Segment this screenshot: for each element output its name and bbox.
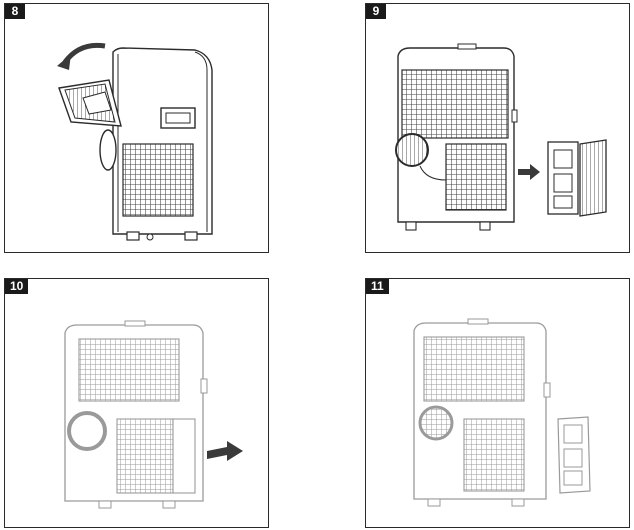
step-10-panel: 10 [4,278,269,528]
upper-rear-grille [401,69,509,139]
filter-slot-frame [172,418,196,494]
pull-arrow-icon [207,441,243,461]
lower-rear-grille [463,418,525,492]
upper-rear-grille [423,336,525,402]
step-11-illustration [413,318,591,507]
step-11-panel: 11 [365,278,630,528]
exhaust-port [99,129,117,171]
pull-arrow-icon [518,164,540,180]
filter-assembly [547,139,607,217]
removed-filter [557,416,591,494]
step-10-illustration [64,320,243,509]
step-11-badge: 11 [366,279,389,294]
exhaust-port [418,405,454,441]
step-9-illustration [395,43,607,231]
step-8-badge: 8 [5,4,25,19]
lower-rear-grille [116,418,174,494]
lower-side-grille [122,143,194,217]
step-8-panel: 8 [4,3,269,253]
step-10-badge: 10 [5,279,29,294]
lower-rear-grille [445,143,507,211]
rotate-arrow-icon [63,42,106,64]
step-9-panel: 9 [365,3,630,253]
step-8-illustration [57,42,213,241]
upper-rear-grille [78,338,180,402]
exhaust-port [395,133,429,167]
step-9-badge: 9 [366,4,386,19]
filter-being-removed [58,79,122,127]
exhaust-port [67,411,107,451]
